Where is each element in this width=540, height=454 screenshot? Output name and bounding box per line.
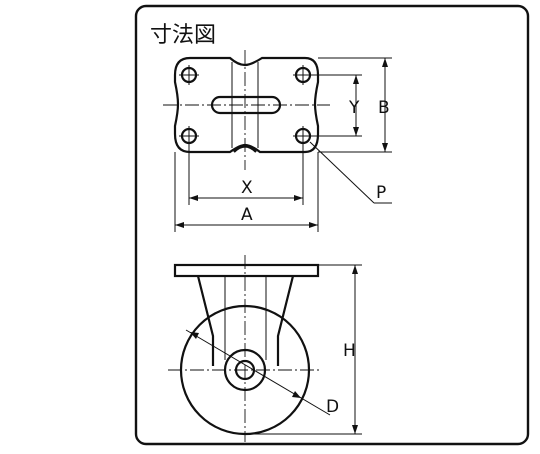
label-b: B bbox=[378, 98, 390, 118]
side-elevation-view bbox=[168, 255, 322, 442]
label-h: H bbox=[343, 341, 356, 361]
mounting-plate-outline bbox=[173, 56, 320, 154]
label-a: A bbox=[241, 205, 253, 225]
dimension-y-b: Y B bbox=[310, 57, 392, 153]
frame-border bbox=[134, 4, 530, 446]
top-plate-side bbox=[173, 263, 320, 278]
label-x: X bbox=[241, 178, 253, 198]
label-d: D bbox=[326, 397, 339, 417]
dimension-x-a: X A bbox=[174, 145, 319, 232]
drawing-title: 寸法図 bbox=[150, 23, 216, 48]
label-y: Y bbox=[348, 98, 360, 118]
leader-p: P bbox=[309, 141, 392, 204]
dimension-h: H bbox=[245, 264, 362, 435]
top-plate-view bbox=[163, 50, 330, 170]
label-p: P bbox=[376, 183, 386, 203]
fork-right-edge bbox=[276, 275, 295, 366]
dimension-d: D bbox=[185, 329, 339, 417]
fork-left-edge bbox=[196, 275, 215, 366]
